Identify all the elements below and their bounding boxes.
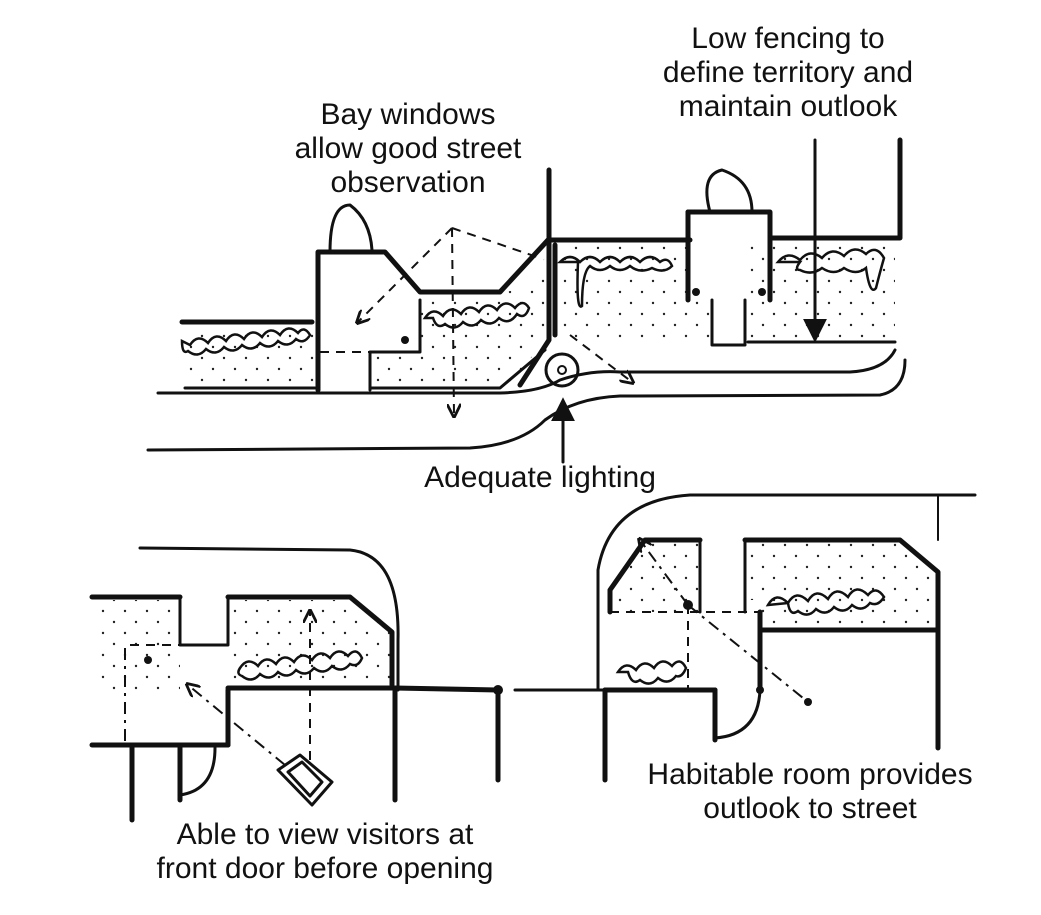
scene-front-door — [89, 546, 503, 823]
label-view-visitors-line1: Able to view visitors at — [176, 818, 474, 851]
house-right-porch — [685, 209, 773, 303]
label-habitable-room-line2: outlook to street — [703, 792, 917, 825]
hedge-mid — [422, 301, 531, 329]
label-habitable-room-line1: Habitable room provides — [647, 758, 973, 791]
scene-habitable-room — [513, 493, 977, 783]
label-low-fencing-line3: maintain outlook — [678, 90, 898, 123]
label-adequate-lighting: Adequate lighting — [395, 461, 685, 495]
label-bay-windows: Bay windows allow good street observatio… — [258, 98, 558, 200]
door-swing-2 — [705, 168, 754, 214]
label-habitable-room: Habitable room provides outlook to stree… — [610, 758, 1010, 826]
garden-area-left — [185, 328, 315, 388]
fence-right — [767, 137, 903, 241]
garden-area-mid — [370, 258, 545, 385]
label-low-fencing-line1: Low fencing to — [691, 22, 885, 55]
label-bay-windows-line2: allow good street — [294, 132, 522, 165]
label-low-fencing: Low fencing to define territory and main… — [628, 22, 948, 124]
road-edge-upper — [156, 348, 897, 395]
label-low-fencing-line2: define territory and — [662, 56, 914, 89]
visitor-figure — [276, 753, 334, 807]
label-bay-windows-line1: Bay windows — [320, 98, 496, 131]
hedge-right2 — [775, 248, 886, 291]
street-lamp — [544, 352, 580, 388]
front-door-swing — [178, 746, 217, 797]
hedge-right1 — [556, 255, 674, 308]
label-view-visitors-line2: front door before opening — [156, 852, 494, 885]
hedge-bottom-left — [237, 650, 364, 681]
door-swing-3 — [713, 688, 762, 740]
label-view-visitors: Able to view visitors at front door befo… — [115, 818, 535, 886]
label-lighting-line1: Adequate lighting — [424, 461, 656, 494]
corner-post — [517, 167, 552, 388]
street-scene-top — [146, 137, 907, 464]
hedge-left — [180, 327, 312, 356]
path-edge-1 — [138, 546, 400, 692]
path-edge-2 — [596, 493, 977, 692]
house-bay-front — [315, 237, 551, 393]
hedge-bottom-right1 — [765, 588, 886, 616]
label-bay-windows-line3: observation — [330, 166, 486, 199]
hedge-bottom-right2 — [615, 660, 688, 685]
door-swing-1 — [328, 203, 374, 254]
